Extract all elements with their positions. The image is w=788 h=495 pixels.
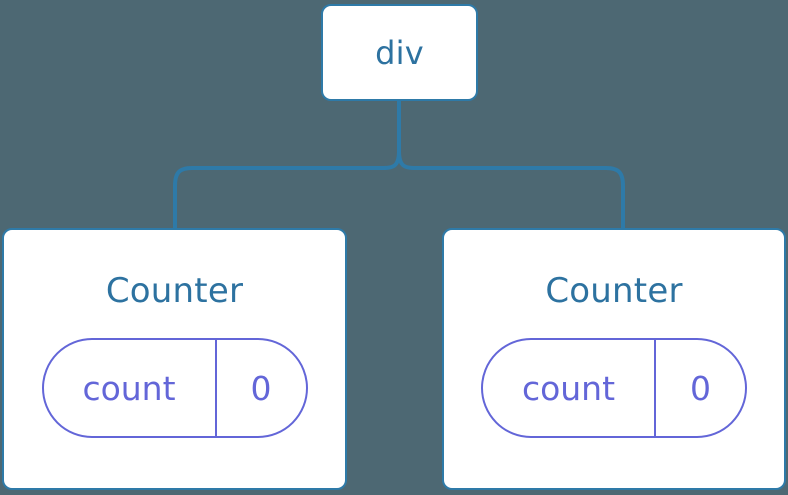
node-counter-left-label: Counter (105, 271, 244, 311)
root-to-right-counter-edge (397, 149, 625, 230)
state-key-count-left: count (44, 340, 217, 436)
node-div-label: div (375, 33, 424, 72)
state-value-count-left: 0 (250, 368, 272, 408)
state-pill-counter-left[interactable]: count 0 (41, 338, 308, 438)
node-counter-right[interactable]: Counter count 0 (442, 228, 786, 490)
state-value-count-right: 0 (690, 368, 711, 408)
node-counter-right-label: Counter (545, 271, 683, 311)
state-key-count-right: count (483, 340, 656, 436)
root-to-left-counter-edge (173, 149, 401, 230)
node-div[interactable]: div (321, 4, 478, 101)
state-pill-counter-right[interactable]: count 0 (481, 338, 747, 438)
node-counter-left[interactable]: Counter count 0 (2, 228, 347, 490)
